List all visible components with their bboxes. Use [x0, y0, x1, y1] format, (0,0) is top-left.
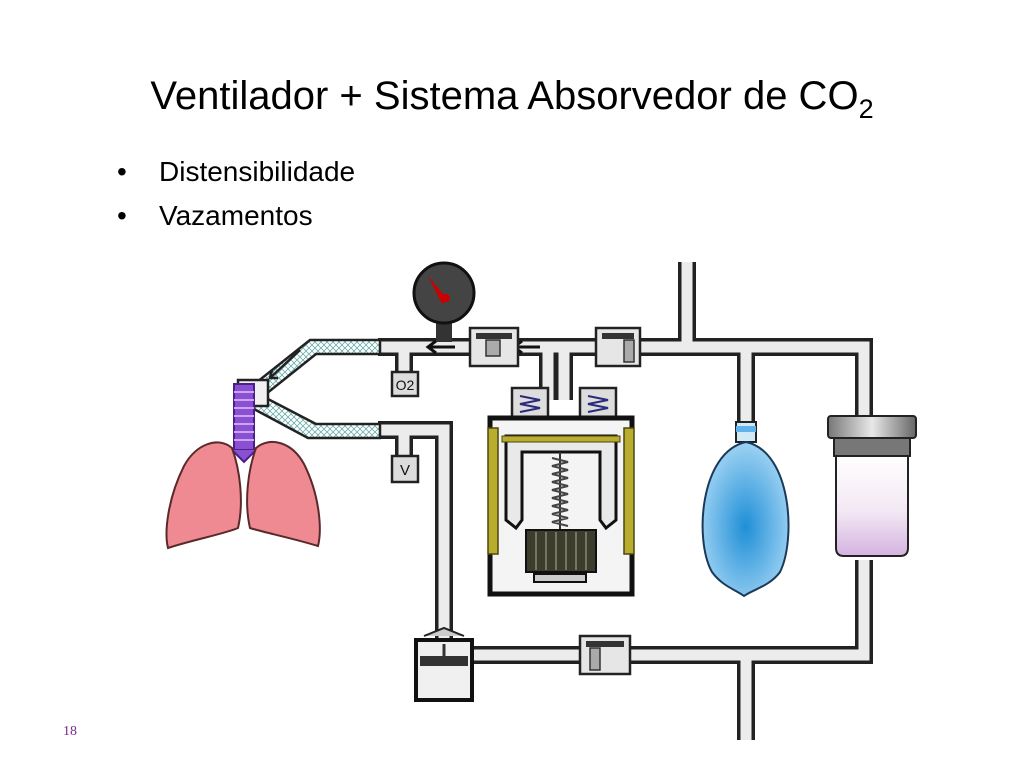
bullet-text: Distensibilidade: [159, 156, 356, 187]
exhaust-canister: [414, 626, 474, 702]
piston-weight: [525, 529, 597, 573]
inspiratory-valve: [468, 326, 520, 368]
bullet-dot-icon: •: [117, 200, 127, 231]
bullet-dot-icon: •: [117, 156, 127, 187]
bullet-item: • Distensibilidade: [117, 150, 355, 194]
bullet-text: Vazamentos: [159, 200, 313, 231]
breathing-hoses: [236, 338, 382, 440]
title-text: Ventilador + Sistema Absorvedor de CO: [150, 74, 859, 118]
o2-sensor-label: O2: [396, 377, 415, 393]
title-subscript: 2: [858, 94, 874, 124]
right-lung: [246, 440, 321, 548]
volume-sensor-label: V: [400, 462, 410, 479]
flow-arrow-icon: [268, 349, 301, 380]
spring-valve-right: [578, 386, 618, 420]
spring-valve-left: [510, 386, 550, 420]
co2-absorber: [827, 415, 917, 557]
lungs: [165, 440, 321, 550]
pipe-network: [378, 262, 873, 740]
page-number: 18: [63, 724, 77, 739]
reservoir-bag: [701, 421, 790, 598]
volume-sensor: V: [390, 454, 420, 484]
o2-sensor: O2: [390, 370, 420, 398]
bottom-valve: [578, 634, 632, 676]
arrow-left-icon: [425, 339, 455, 355]
inspiratory-hose: [249, 338, 382, 396]
bullet-item: • Vazamentos: [117, 194, 355, 238]
left-lung: [165, 441, 242, 550]
ventilator-bellows: [487, 386, 635, 597]
slide-title: Ventilador + Sistema Absorvedor de CO2: [0, 74, 1024, 125]
trachea: [231, 383, 257, 464]
bullet-list: • Distensibilidade • Vazamentos: [117, 150, 355, 238]
expiratory-valve: [594, 326, 642, 368]
pressure-gauge: [412, 261, 476, 342]
expiratory-hose: [249, 396, 382, 440]
